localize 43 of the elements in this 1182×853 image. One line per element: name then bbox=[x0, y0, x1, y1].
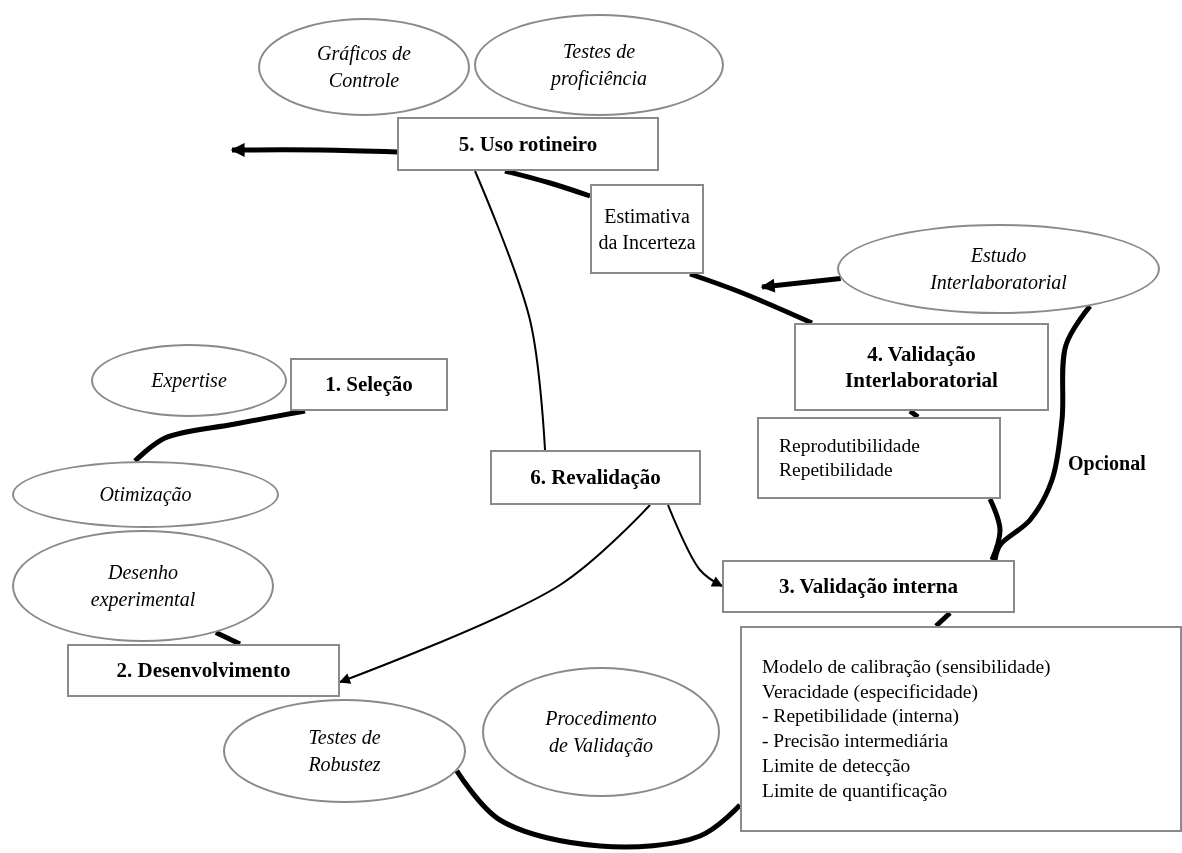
process-box bbox=[740, 626, 1182, 832]
node-text: Limite de quantificação bbox=[762, 778, 948, 803]
node-text: Expertise bbox=[151, 368, 227, 394]
process-box bbox=[722, 560, 1015, 613]
node-text: 5. Uso rotineiro bbox=[458, 130, 598, 158]
connector-line bbox=[133, 408, 306, 463]
process-box bbox=[794, 323, 1049, 411]
process-box bbox=[397, 117, 659, 171]
node-text: Desenho experimental bbox=[89, 560, 197, 613]
connector-line bbox=[454, 769, 742, 850]
node-text: Modelo de calibração (sensibilidade) bbox=[762, 654, 1051, 679]
connector-line bbox=[474, 170, 546, 451]
node-text: Repetibilidade bbox=[779, 458, 893, 482]
connector-line bbox=[934, 611, 952, 628]
process-box bbox=[590, 184, 704, 274]
node-text: 4. Validação Interlaboratorial bbox=[844, 340, 999, 394]
node-text: 2. Desenvolvimento bbox=[116, 657, 291, 684]
arrow bbox=[667, 504, 723, 587]
node-text: - Precisão intermediária bbox=[762, 729, 949, 753]
node-text: 6. Revalidação bbox=[530, 464, 661, 491]
node-text: Otimização bbox=[99, 482, 192, 508]
node-text: 3. Validação interna bbox=[778, 573, 959, 600]
node-text: Gráficos de Controle bbox=[316, 41, 412, 93]
node-text: - Repetibilidade (interna) bbox=[762, 704, 960, 729]
connector-line bbox=[992, 304, 1092, 561]
connector-line bbox=[987, 497, 1003, 561]
node-text: Estimativa da Incerteza bbox=[597, 204, 697, 255]
node-text: Estudo Interlaboratorial bbox=[929, 243, 1068, 295]
node-text: 1. Seleção bbox=[325, 371, 413, 398]
arrow bbox=[760, 276, 841, 293]
process-box bbox=[290, 358, 448, 411]
process-box bbox=[757, 417, 1001, 499]
edge-label: Opcional bbox=[1066, 452, 1148, 475]
node-text: Reprodutibilidade bbox=[779, 433, 920, 458]
process-box bbox=[67, 644, 340, 697]
process-box bbox=[490, 450, 701, 505]
node-text: Limite de detecção bbox=[762, 753, 911, 778]
connector-line bbox=[214, 630, 242, 647]
node-text: Testes de proficiência bbox=[549, 39, 648, 92]
node-text: Veracidade (especificidade) bbox=[762, 679, 978, 704]
arrow bbox=[230, 142, 398, 157]
node-text: Procedimento de Validação bbox=[544, 706, 658, 759]
node-text: Testes de Robustez bbox=[307, 725, 382, 777]
